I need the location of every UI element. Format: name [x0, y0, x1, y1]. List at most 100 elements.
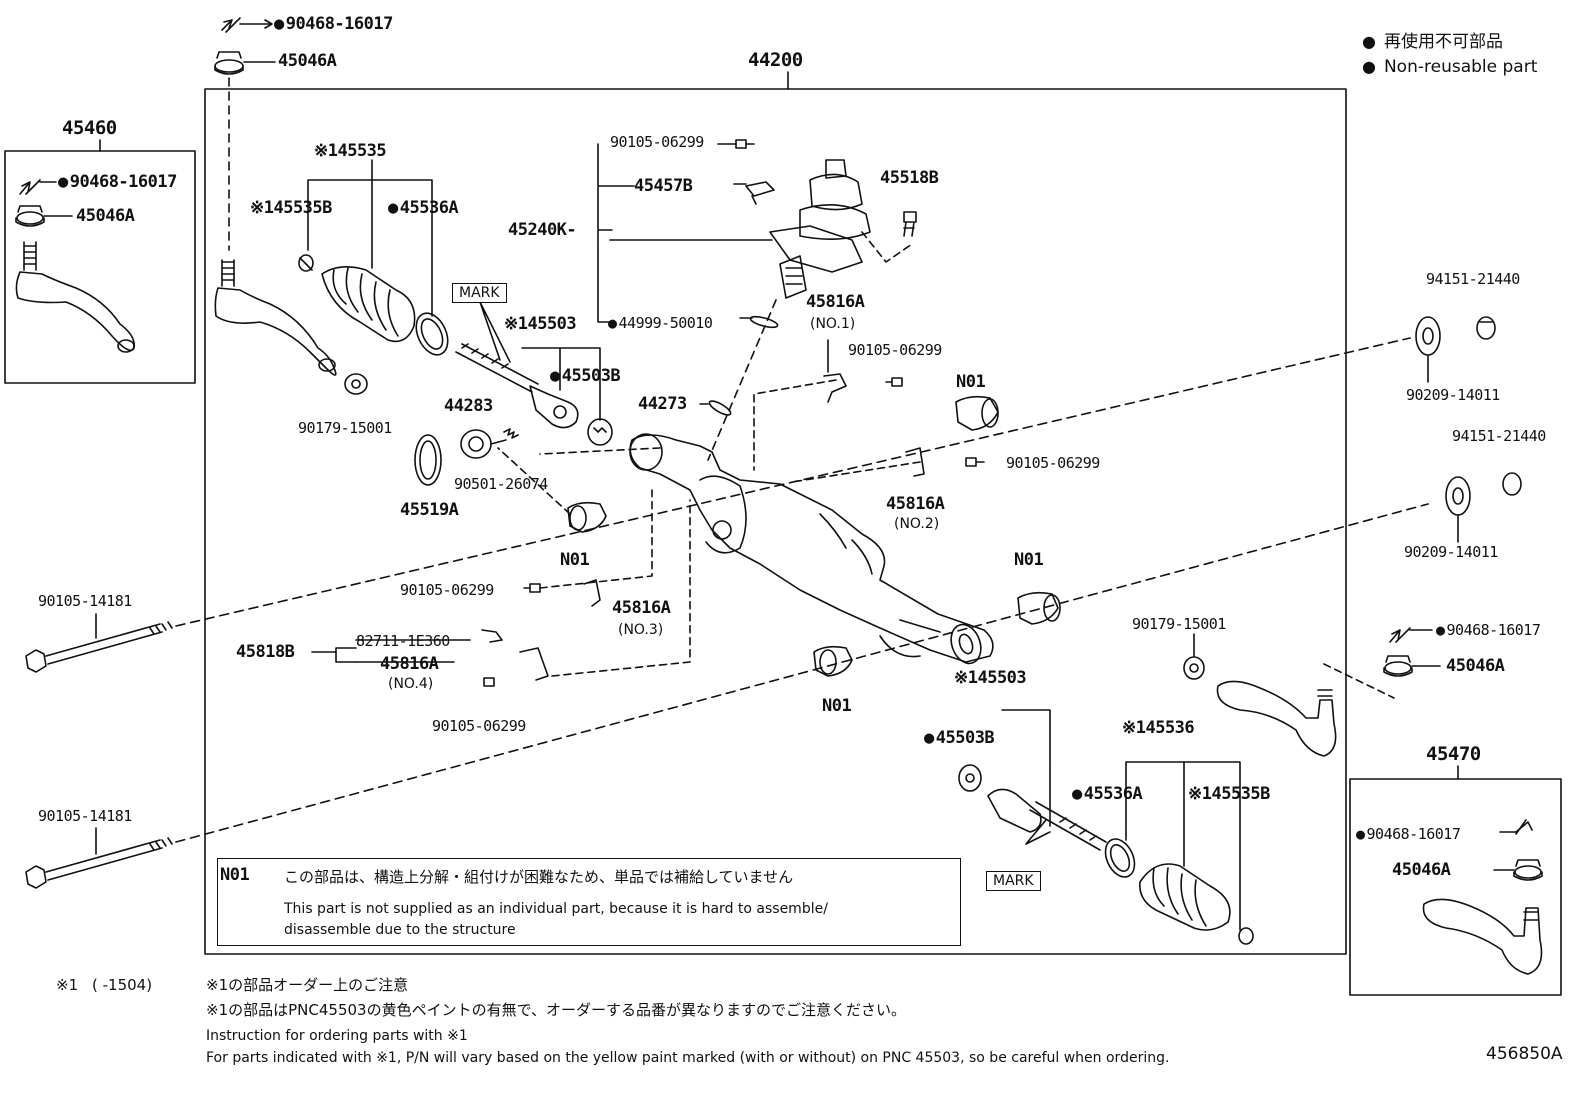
part-45240k[interactable]: 45240K- — [508, 220, 577, 240]
part-90209-b[interactable]: 90209-14011 — [1404, 543, 1498, 561]
part-90105-e[interactable]: 90105-06299 — [432, 717, 526, 735]
lock-nut-left-icon — [344, 373, 368, 395]
part-90179-left[interactable]: 90179-15001 — [298, 419, 392, 437]
mark-label-left: MARK — [452, 283, 507, 303]
part-45816a-no3[interactable]: 45816A — [612, 598, 671, 618]
part-44999[interactable]: 44999-50010 — [608, 313, 713, 333]
part-90105-14181-b[interactable]: 90105-14181 — [38, 807, 132, 825]
castle-nut-right-icon — [1383, 655, 1413, 677]
part-45503-left[interactable]: ※145503 — [504, 314, 577, 334]
legend-en: ●Non-reusable part — [1362, 57, 1538, 77]
rack-boot-right-icon — [1139, 863, 1231, 931]
mark-label-right: MARK — [986, 871, 1041, 891]
part-45503b-left[interactable]: 45503B — [550, 366, 621, 386]
part-45816a-no2[interactable]: 45816A — [886, 494, 945, 514]
part-45519a[interactable]: 45519A — [400, 500, 459, 520]
part-45535[interactable]: ※145535 — [314, 141, 387, 161]
claw-washer-right-icon — [958, 764, 982, 792]
part-94151-a[interactable]: 94151-21440 — [1426, 270, 1520, 288]
part-45503b-right[interactable]: 45503B — [924, 728, 995, 748]
part-90468-right[interactable]: 90468-16017 — [1436, 620, 1541, 640]
clip-45457b-icon — [745, 181, 775, 205]
part-n01-c[interactable]: N01 — [1014, 550, 1044, 570]
boot-clamp-right-icon — [1104, 838, 1136, 878]
small-bolt-e-icon — [483, 677, 495, 687]
legend-ja: ●再使用不可部品 — [1362, 32, 1503, 52]
cotter-pin-lbox-icon — [19, 179, 57, 195]
washer-90209-b-icon — [1445, 476, 1471, 516]
clip-82711-icon — [481, 629, 503, 643]
castle-nut-lbox-icon — [15, 205, 45, 227]
part-44273[interactable]: 44273 — [638, 394, 687, 414]
tie-rod-left-icon — [455, 343, 579, 429]
part-45457b[interactable]: 45457B — [634, 176, 693, 196]
part-45536a-right[interactable]: 45536A — [1072, 784, 1143, 804]
bushing-n01-c-icon — [1017, 591, 1061, 625]
part-45536a-left[interactable]: 45536A — [388, 198, 459, 218]
part-45046a-right[interactable]: 45046A — [1446, 656, 1505, 676]
part-45536[interactable]: ※145536 — [1122, 718, 1195, 738]
part-n01-d[interactable]: N01 — [822, 696, 852, 716]
small-bolt-c-icon — [965, 457, 985, 467]
footnote-ja-title: ※1の部品オーダー上のご注意 — [206, 976, 409, 994]
part-n01-a[interactable]: N01 — [956, 372, 986, 392]
small-bolt-top-icon — [735, 139, 755, 149]
part-45535b-left[interactable]: ※145535B — [250, 198, 332, 218]
part-44283[interactable]: 44283 — [444, 396, 493, 416]
part-90105-b[interactable]: 90105-06299 — [848, 341, 942, 359]
bushing-n01-b-icon — [567, 501, 607, 533]
part-45535b-right[interactable]: ※145535B — [1188, 784, 1270, 804]
part-82711[interactable]: 82711-1E360 — [356, 632, 450, 650]
part-45046a-rbox[interactable]: 45046A — [1392, 860, 1451, 880]
tie-rod-end-lbox-icon — [15, 241, 136, 353]
right-tie-rod-end-box — [1349, 778, 1562, 996]
part-45518b[interactable]: 45518B — [880, 168, 939, 188]
part-90179-right[interactable]: 90179-15001 — [1132, 615, 1226, 633]
footnote-en-title: Instruction for ordering parts with ※1 — [206, 1028, 468, 1044]
part-45503-right[interactable]: ※145503 — [954, 668, 1027, 688]
part-n01-b[interactable]: N01 — [560, 550, 590, 570]
part-no4: (NO.4) — [388, 676, 434, 692]
lock-nut-right-icon — [1183, 656, 1205, 680]
part-90468-rbox[interactable]: 90468-16017 — [1356, 824, 1461, 844]
cotter-pin-top-icon — [221, 17, 273, 33]
part-94151-b[interactable]: 94151-21440 — [1452, 427, 1546, 445]
right-box-label: 45470 — [1426, 743, 1481, 765]
n01-code: N01 — [220, 865, 250, 885]
tie-rod-end-left-icon — [214, 259, 337, 376]
bracket-no3-icon — [583, 579, 601, 607]
part-no3: (NO.3) — [618, 622, 664, 638]
part-90105-a[interactable]: 90105-06299 — [610, 133, 704, 151]
part-45046a-top[interactable]: 45046A — [278, 51, 337, 71]
small-bolt-d-icon — [523, 583, 541, 593]
seal-ring-icon — [414, 434, 442, 486]
part-90501[interactable]: 90501-26074 — [454, 475, 548, 493]
footnote-marker: ※1 — [56, 976, 79, 994]
part-90105-d[interactable]: 90105-06299 — [400, 581, 494, 599]
long-bolt-lower-icon — [25, 837, 173, 889]
assembly-frame — [204, 88, 1347, 955]
n01-ja: この部品は、構造上分解・組付けが困難なため、単品では補給していません — [284, 868, 794, 886]
spring-icon — [503, 428, 519, 439]
part-90105-14181-a[interactable]: 90105-14181 — [38, 592, 132, 610]
figure-id: 456850A — [1486, 1044, 1563, 1064]
castle-nut-rbox-icon — [1513, 859, 1543, 881]
adjusting-nut-icon — [460, 429, 492, 459]
footnote-range: ( -1504) — [92, 976, 153, 994]
part-90468-lbox[interactable]: 90468-16017 — [58, 172, 178, 192]
bushing-n01-a-icon — [955, 395, 999, 431]
part-90209-a[interactable]: 90209-14011 — [1406, 386, 1500, 404]
n01-en-line2: disassemble due to the structure — [284, 922, 516, 938]
part-45046a-lbox[interactable]: 45046A — [76, 206, 135, 226]
part-90468-top[interactable]: 90468-16017 — [274, 14, 394, 34]
part-90105-c[interactable]: 90105-06299 — [1006, 454, 1100, 472]
legend-en-text: Non-reusable part — [1383, 57, 1538, 77]
bolt-45518b-icon — [903, 211, 917, 237]
part-45816a-no4[interactable]: 45816A — [380, 654, 439, 674]
boot-clamp-left-icon — [415, 312, 449, 356]
part-45816a-no1[interactable]: 45816A — [806, 292, 865, 312]
nut-94151-a-icon — [1476, 316, 1496, 340]
n01-note-box: N01 この部品は、構造上分解・組付けが困難なため、単品では補給していません T… — [217, 858, 961, 946]
tie-rod-end-right-icon — [1216, 680, 1337, 757]
part-45818b[interactable]: 45818B — [236, 642, 295, 662]
